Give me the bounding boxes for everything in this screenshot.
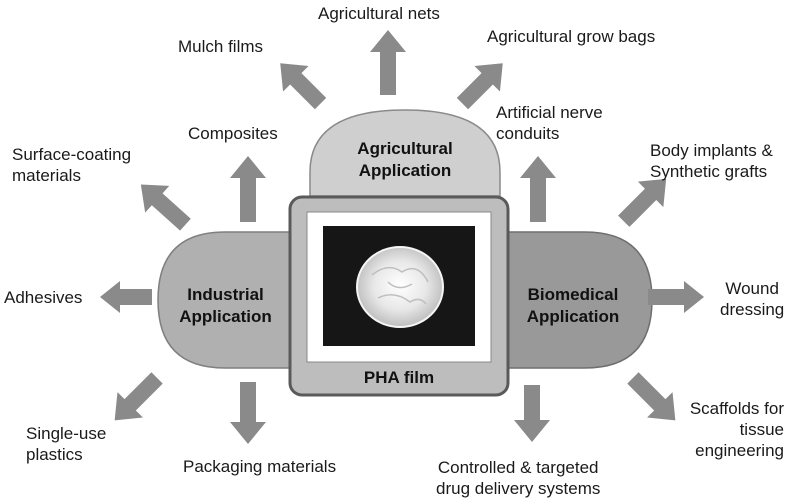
film-wrinkles — [371, 266, 429, 305]
scaffolds-label: Scaffolds for tissue engineering — [689, 399, 784, 460]
arrow-scaffolds — [627, 372, 676, 421]
arrow-drug-delivery — [514, 385, 550, 442]
biomedical-application-label: Biomedical Application — [526, 285, 620, 326]
arrow-composites — [230, 156, 266, 222]
arrow-single-use — [114, 372, 163, 421]
surface-coating-label: Surface-coating materials — [12, 145, 132, 185]
agricultural-grow-bags-label: Agricultural grow bags — [487, 27, 656, 46]
agricultural-nets-label: Agricultural nets — [318, 4, 440, 23]
industrial-hub-shape — [157, 231, 291, 369]
drug-delivery-label: Controlled & targeted drug delivery syst… — [436, 458, 601, 498]
body-implants-label: Body implants & Synthetic grafts — [650, 141, 773, 181]
single-use-plastics-label: Single-use plastics — [26, 424, 107, 464]
agricultural-application-label: Agricultural Application — [357, 139, 453, 180]
wound-dressing-label: Wound dressing — [720, 279, 785, 319]
adhesives-label: Adhesives — [4, 288, 83, 307]
agricultural-hub-shape — [309, 109, 501, 197]
arrow-mulch-films — [280, 63, 327, 110]
artificial-nerve-conduits-label: Artificial nerve conduits — [496, 103, 603, 143]
packaging-materials-label: Packaging materials — [183, 457, 337, 476]
arrow-surface-coating — [140, 184, 191, 231]
industrial-application-label: Industrial Application — [179, 285, 272, 326]
arrows — [100, 30, 704, 444]
mulch-films-label: Mulch films — [178, 37, 264, 56]
arrow-nerve-conduits — [520, 156, 556, 222]
arrow-adhesives — [100, 281, 152, 313]
arrow-body-implants — [618, 178, 667, 227]
pha-film-label: PHA film — [363, 368, 435, 387]
arrow-agricultural-grow-bags — [456, 63, 503, 110]
arrow-wound-dressing — [648, 281, 704, 313]
composites-label: Composites — [188, 124, 278, 143]
arrow-packaging — [230, 382, 266, 444]
arrow-agricultural-nets — [370, 30, 406, 95]
